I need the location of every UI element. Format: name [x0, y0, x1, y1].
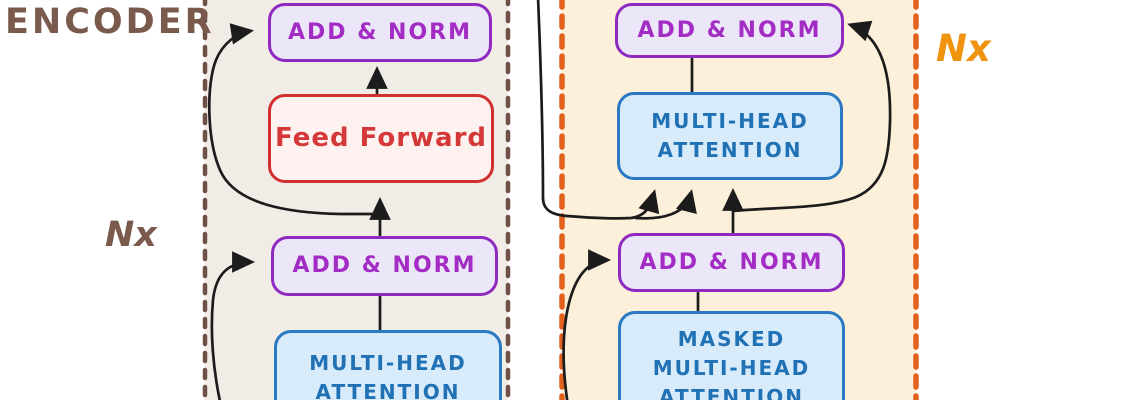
encoder-output-to-decoder-arrow-2	[634, 189, 697, 220]
decoder-maskedmha-residual-arrow	[562, 249, 612, 400]
encoder-feed-forward-label: Feed Forward	[274, 122, 488, 153]
decoder-masked-multi-head-attention-box: MASKED MULTI-HEAD ATTENTION	[618, 311, 845, 400]
encoder-add-norm-top-label: ADD & NORM	[287, 19, 472, 45]
decoder-add-norm-top-box: ADD & NORM	[615, 3, 844, 58]
decoder-add-norm-bottom-label: ADD & NORM	[639, 249, 824, 275]
encoder-multi-head-attention-box: MULTI-HEAD ATTENTION	[274, 330, 502, 400]
encoder-add-norm-top-box: ADD & NORM	[268, 3, 492, 62]
decoder-multi-head-attention-box: MULTI-HEAD ATTENTION	[617, 92, 843, 180]
decoder-add-norm-top-label: ADD & NORM	[637, 17, 822, 43]
encoder-ff-residual-arrow	[207, 23, 382, 216]
decoder-add-norm-bottom-box: ADD & NORM	[618, 233, 845, 292]
decoder-multi-head-attention-label: MULTI-HEAD ATTENTION	[651, 109, 809, 162]
encoder-feed-forward-box: Feed Forward	[268, 94, 494, 183]
decoder-nx-label: Nx	[936, 27, 991, 70]
encoder-add-norm-bottom-box: ADD & NORM	[271, 236, 498, 296]
decoder-mha-residual-arrow	[731, 20, 892, 213]
decoder-masked-multi-head-attention-label: MASKED MULTI-HEAD ATTENTION	[652, 327, 811, 400]
encoder-title: ENCODER	[5, 2, 215, 42]
encoder-multi-head-attention-label: MULTI-HEAD ATTENTION	[309, 350, 467, 400]
encoder-add-norm-bottom-label: ADD & NORM	[292, 253, 477, 279]
encoder-mha-residual-arrow	[210, 251, 256, 400]
encoder-nx-label: Nx	[105, 215, 157, 255]
